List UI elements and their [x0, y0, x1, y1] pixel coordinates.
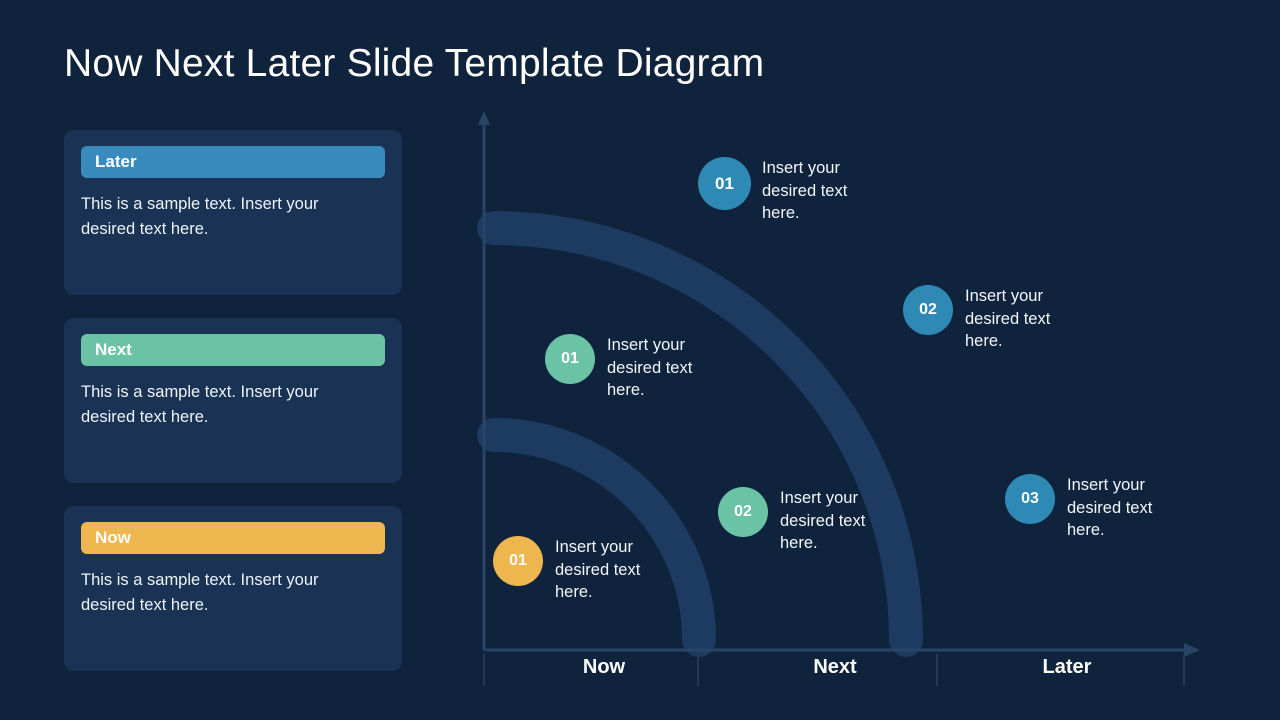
marker-later-02-badge: 02 [903, 285, 953, 335]
marker-now-01-text: Insert your desired text here. [555, 538, 641, 601]
marker-later-02-number: 02 [919, 301, 937, 318]
card-next[interactable]: Next This is a sample text. Insert your … [64, 318, 402, 483]
page-title: Now Next Later Slide Template Diagram [64, 42, 765, 85]
marker-next-01[interactable]: 01 Insert your desired text here. [545, 334, 707, 402]
marker-later-03-number: 03 [1021, 490, 1039, 507]
card-now-body: This is a sample text. Insert your desir… [81, 571, 319, 614]
marker-later-02-text: Insert your desired text here. [965, 287, 1051, 350]
card-later-label: Later [95, 152, 137, 171]
outer-arc [477, 211, 923, 657]
now-next-later-chart [470, 108, 1230, 708]
marker-next-01-number: 01 [561, 350, 579, 367]
card-later[interactable]: Later This is a sample text. Insert your… [64, 130, 402, 295]
card-next-header: Next [81, 334, 385, 366]
marker-later-01-text: Insert your desired text here. [762, 159, 848, 222]
card-now[interactable]: Now This is a sample text. Insert your d… [64, 506, 402, 671]
marker-later-03-badge: 03 [1005, 474, 1055, 524]
axis-label-later: Later [1042, 656, 1092, 678]
x-axis-arrow-icon [1184, 643, 1200, 657]
chart-graphics [477, 111, 1200, 686]
marker-next-01-text: Insert your desired text here. [607, 336, 693, 399]
marker-later-01-badge: 01 [698, 157, 751, 210]
marker-next-02[interactable]: 02 Insert your desired text here. [718, 487, 880, 555]
marker-next-02-text: Insert your desired text here. [780, 489, 866, 552]
marker-later-03-text: Insert your desired text here. [1067, 476, 1153, 539]
inner-arc [477, 418, 716, 657]
card-now-header: Now [81, 522, 385, 554]
marker-now-01[interactable]: 01 Insert your desired text here. [493, 536, 655, 604]
card-next-label: Next [95, 340, 132, 359]
card-now-label: Now [95, 528, 131, 547]
marker-next-01-badge: 01 [545, 334, 595, 384]
marker-next-02-number: 02 [734, 503, 752, 520]
marker-later-01[interactable]: 01 Insert your desired text here. [698, 157, 862, 225]
axis-label-next: Next [813, 656, 857, 678]
card-later-header: Later [81, 146, 385, 178]
y-axis-arrow-icon [478, 111, 490, 125]
axis-label-now: Now [582, 656, 626, 678]
marker-now-01-badge: 01 [493, 536, 543, 586]
marker-later-02[interactable]: 02 Insert your desired text here. [903, 285, 1065, 353]
marker-next-02-badge: 02 [718, 487, 768, 537]
marker-later-01-number: 01 [715, 173, 734, 193]
card-next-body: This is a sample text. Insert your desir… [81, 383, 319, 426]
card-later-body: This is a sample text. Insert your desir… [81, 195, 319, 238]
marker-now-01-number: 01 [509, 552, 527, 569]
marker-later-03[interactable]: 03 Insert your desired text here. [1005, 474, 1167, 542]
